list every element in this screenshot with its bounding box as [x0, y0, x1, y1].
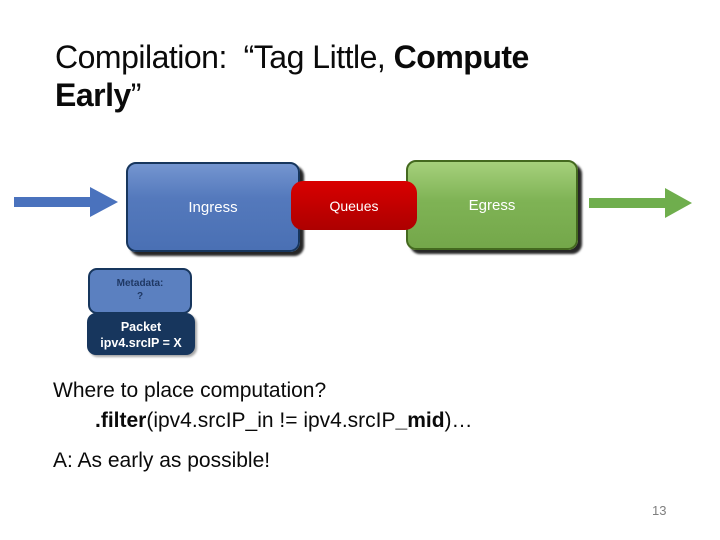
code-line: .filter(ipv4.srcIP_in != ipv4.srcIP_mid)… [53, 406, 473, 436]
metadata-label: Metadata: [116, 278, 164, 289]
right-flow-arrow-icon [589, 188, 692, 218]
code-middle: (ipv4.srcIP_in != ipv4.srcIP [146, 409, 396, 432]
metadata-value: ? [136, 291, 144, 302]
metadata-box: Metadata: ? [88, 268, 192, 314]
title-closing-quote: ” [130, 77, 142, 113]
ingress-box: Ingress [126, 162, 300, 252]
answer-line: A: As early as possible! [53, 449, 271, 472]
code-mid-bold: _mid [395, 409, 445, 432]
packet-box: Packet ipv4.srcIP = X [87, 313, 195, 355]
egress-box: Egress [406, 160, 578, 250]
queues-label: Queues [329, 197, 379, 214]
question-line: Where to place computation? [53, 379, 327, 402]
egress-label: Egress [468, 196, 516, 214]
queues-box: Queues [291, 181, 417, 230]
body-text: Where to place computation? .filter(ipv4… [53, 376, 473, 476]
page-number: 13 [652, 503, 667, 518]
packet-value: ipv4.srcIP = X [100, 336, 182, 350]
left-flow-arrow-icon [14, 187, 118, 217]
ingress-label: Ingress [188, 198, 238, 216]
packet-label: Packet [120, 320, 162, 334]
code-filter-bold: .filter [95, 409, 147, 432]
code-end: )… [444, 409, 473, 432]
title-regular: Compilation: “Tag Little, [55, 39, 394, 75]
title-bold-compute: Compute [393, 39, 530, 75]
title-bold-early: Early [55, 77, 131, 113]
